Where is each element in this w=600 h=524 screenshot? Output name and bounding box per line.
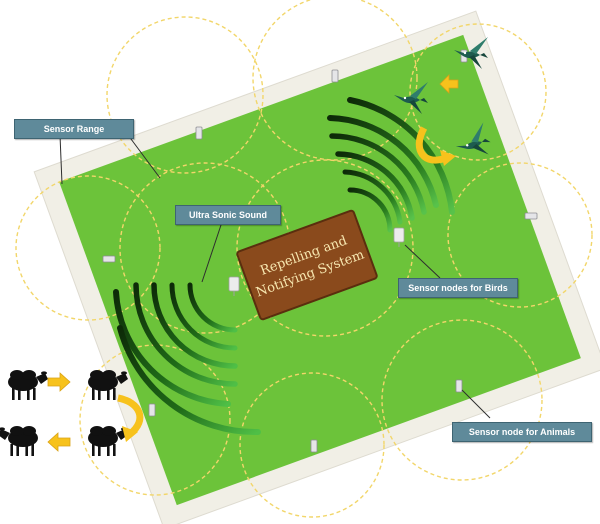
sensor-node-icon [393, 227, 405, 247]
arrow-left-icon [47, 432, 71, 452]
arrow-curved-icon [117, 394, 144, 442]
sensor-node-animals-label: Sensor node for Animals [452, 422, 592, 442]
sheep-icon [8, 370, 48, 400]
ultrasonic-wave-icon [113, 282, 261, 436]
sensor-nodes-birds-label: Sensor nodes for Birds [398, 278, 518, 298]
sheep-icon [88, 426, 128, 456]
sheep-icon [0, 426, 38, 456]
sensor-node-icon [228, 276, 240, 296]
sensor-range-label: Sensor Range [14, 119, 134, 139]
ultra-sonic-sound-label: Ultra Sonic Sound [175, 205, 281, 225]
arrow-left-icon [439, 74, 459, 94]
arrow-curved-icon [415, 126, 456, 166]
arrow-right-icon [47, 372, 71, 392]
